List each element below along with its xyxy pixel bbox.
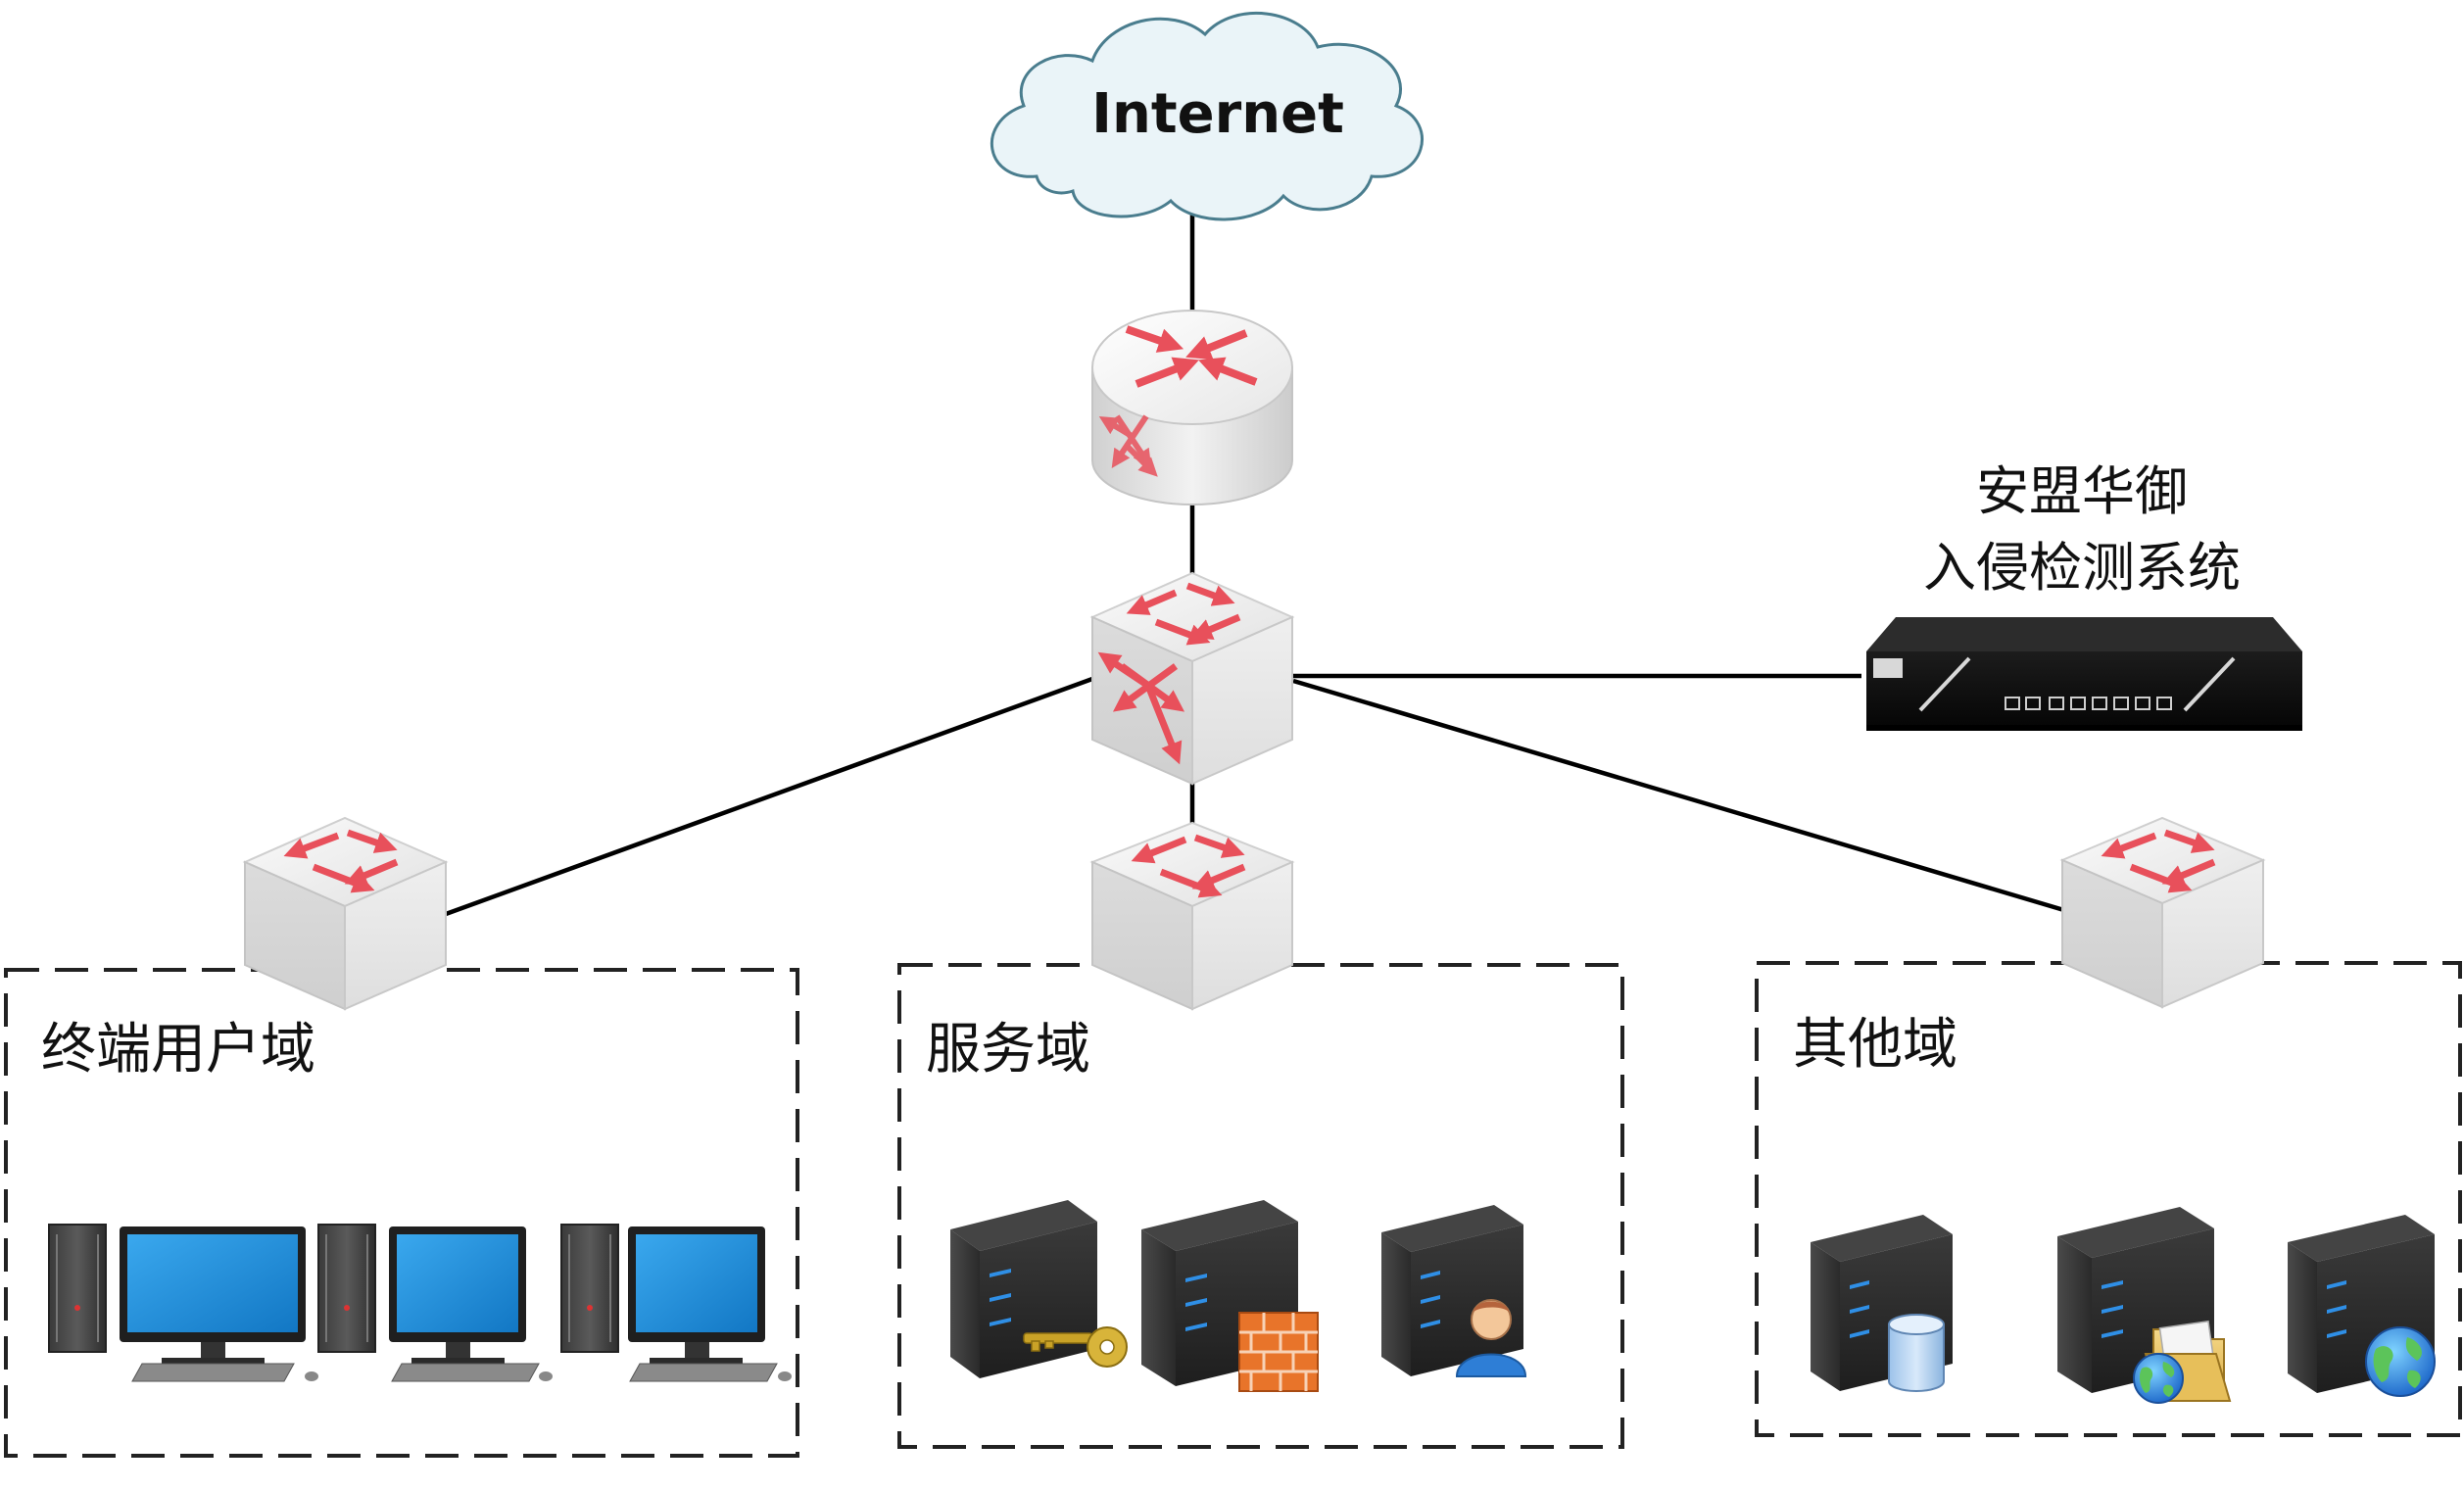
pc-icon-2 xyxy=(317,1224,553,1382)
server-globe-icon xyxy=(2288,1215,2436,1397)
link-core-terminal xyxy=(445,676,1093,917)
server-firewall-icon xyxy=(1141,1200,1319,1392)
ids-label-line1: 安盟华御 xyxy=(1976,460,2188,522)
internet-cloud-icon: Internet xyxy=(990,12,1424,221)
router-icon xyxy=(1091,310,1293,505)
zone-service-label: 服务域 xyxy=(926,1018,1090,1082)
pc-icon-3 xyxy=(560,1224,792,1382)
switch-terminal-icon xyxy=(242,816,449,1011)
zone-terminal-label: 终端用户域 xyxy=(41,1018,315,1082)
ids-label-line2: 入侵检测系统 xyxy=(1923,537,2241,599)
connection-lines xyxy=(445,181,2068,917)
server-key-icon xyxy=(950,1200,1128,1378)
server-folder-icon xyxy=(2057,1207,2232,1404)
server-user-icon xyxy=(1381,1205,1527,1377)
core-switch-icon xyxy=(1089,571,1295,786)
server-database-icon xyxy=(1811,1215,1953,1392)
pc-icon-1 xyxy=(48,1224,318,1382)
ids-appliance-icon xyxy=(1866,617,2302,731)
internet-label: Internet xyxy=(1091,82,1344,146)
link-core-other xyxy=(1292,678,2068,914)
zone-other-label: 其他域 xyxy=(1793,1013,1957,1077)
switch-service-icon xyxy=(1089,821,1295,1011)
switch-other-icon xyxy=(2059,816,2266,1009)
